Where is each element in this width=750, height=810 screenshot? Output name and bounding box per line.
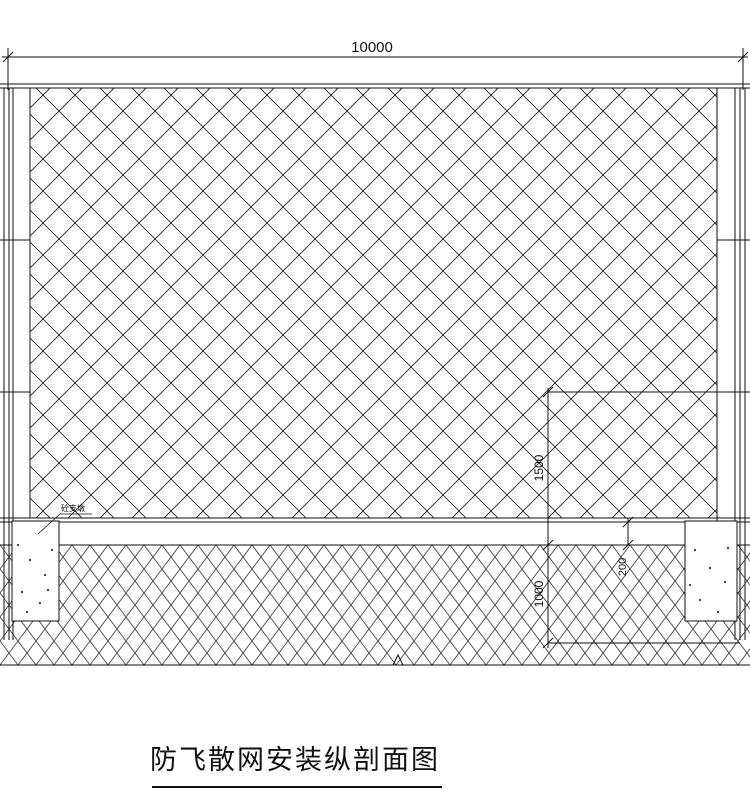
dimension-total-length-label: 10000 <box>351 39 393 56</box>
ground-beam <box>0 517 750 546</box>
break-mark <box>392 653 404 666</box>
right-post <box>716 88 750 640</box>
dimension-total-length <box>2 48 749 90</box>
dimension-foundation-depth <box>542 540 740 649</box>
post-note-leader <box>37 513 92 535</box>
dimension-net-height <box>542 386 717 551</box>
dimension-net-height-label: 1500 <box>532 454 546 481</box>
ground-soil-hatch <box>0 545 750 665</box>
diamond-mesh-panel <box>30 88 717 518</box>
post-note-label: 砼支墩 <box>61 503 85 513</box>
dimension-plinth-height <box>622 516 685 551</box>
dimension-plinth-height-label: 200 <box>617 558 629 576</box>
drawing-title: 防飞散网安装纵剖面图 <box>150 745 440 776</box>
concrete-speckles <box>16 543 730 614</box>
dimension-foundation-depth-label: 1000 <box>532 580 546 607</box>
top-rail <box>0 83 750 89</box>
title-underline <box>152 786 442 788</box>
right-footing <box>684 520 738 622</box>
left-footing <box>11 520 60 622</box>
footing-posts <box>8 545 741 640</box>
